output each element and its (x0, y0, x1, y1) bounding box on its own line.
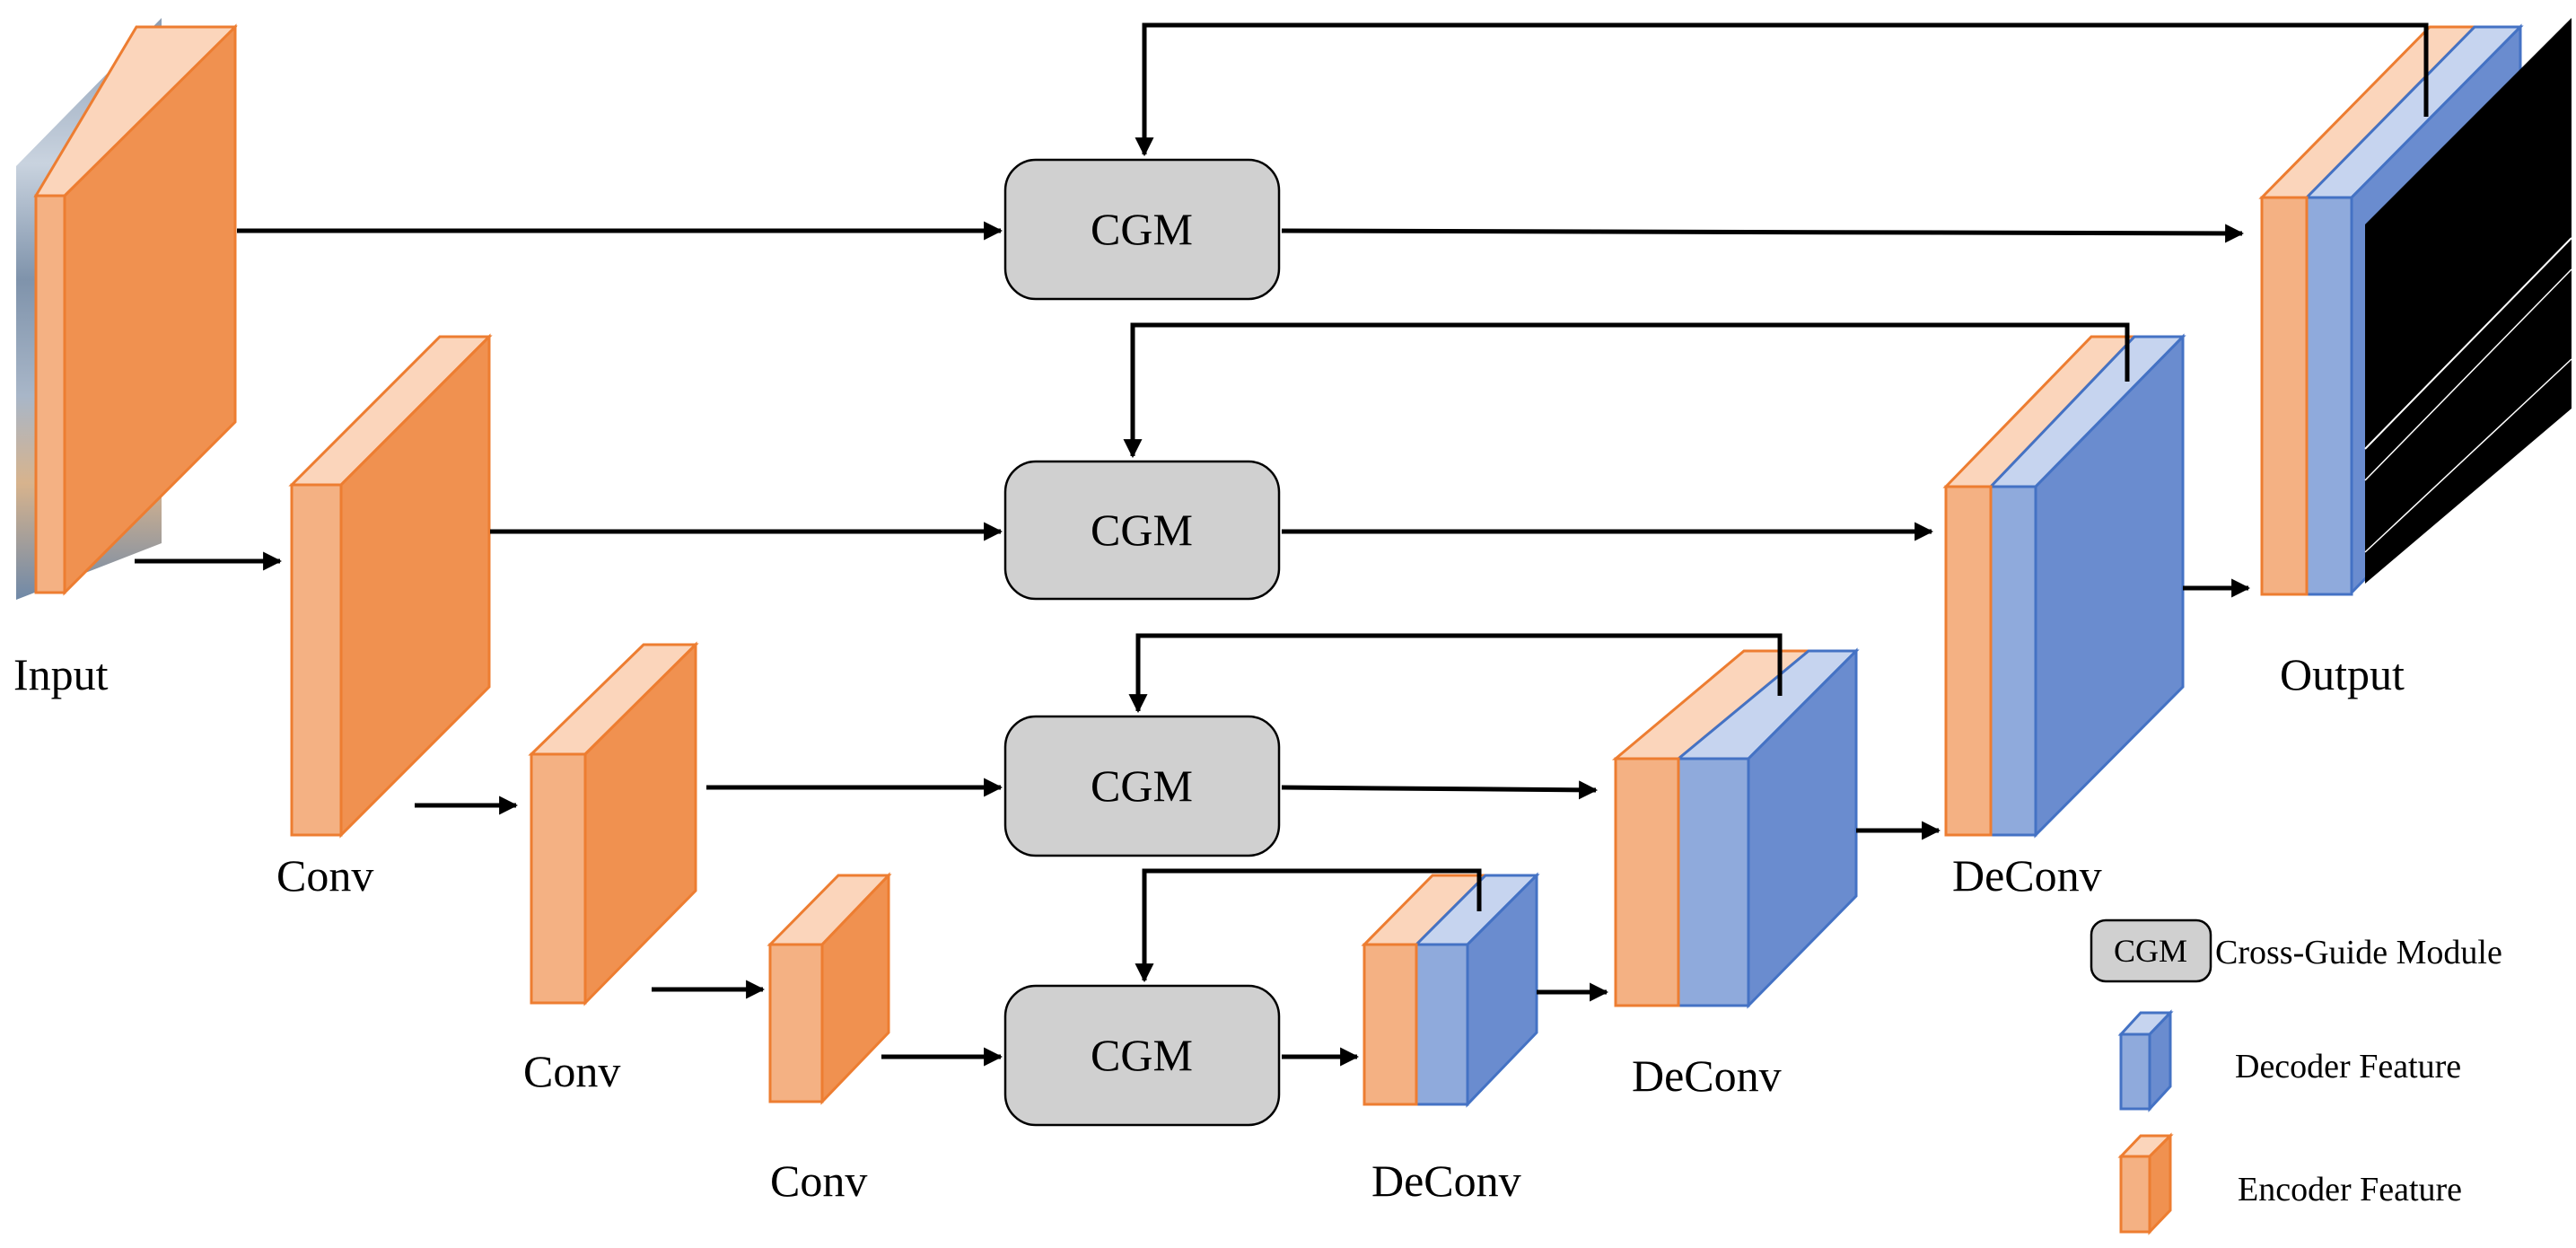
conv-label-1: Conv (276, 850, 373, 901)
cgm-module-1: CGM (1003, 158, 1281, 301)
output-mask-image (2365, 18, 2572, 584)
legend-cgm-abbr: CGM (2114, 933, 2187, 969)
output-label: Output (2280, 649, 2405, 699)
deconv-label-3: DeConv (1952, 850, 2102, 901)
legend: CGM Cross-Guide Module Decoder Feature E… (2090, 918, 2502, 1235)
encoder-block-3 (528, 641, 699, 1006)
encoder-block-2 (288, 333, 493, 839)
cgm-module-4: CGM (1003, 984, 1281, 1127)
deconv-label-2: DeConv (1632, 1050, 1782, 1101)
connections (135, 22, 2429, 1067)
feedback-dec2-cgm3 (1128, 633, 1783, 714)
decoder-block-2 (1611, 647, 1860, 1009)
feedback-dec1-cgm4 (1135, 868, 1482, 983)
cgm-module-3: CGM (1003, 715, 1281, 857)
cgm-label: CGM (1091, 204, 1193, 254)
arrow-cgm3-dec2 (1281, 780, 1599, 800)
legend-decoder-text: Decoder Feature (2235, 1048, 2461, 1085)
conv-label-3: Conv (770, 1156, 867, 1206)
legend-encoder: Encoder Feature (2117, 1132, 2462, 1235)
cgm-label: CGM (1091, 1030, 1193, 1080)
decoder-block-3 (1942, 333, 2186, 839)
cgm-label: CGM (1091, 505, 1193, 555)
input-block (16, 18, 238, 600)
input-label: Input (13, 649, 109, 699)
deconv-label-1: DeConv (1371, 1156, 1521, 1206)
feedback-dec3-cgm2 (1123, 322, 2130, 459)
output-block (2258, 18, 2572, 596)
feedback-output-cgm1 (1135, 22, 2429, 157)
legend-cgm: CGM Cross-Guide Module (2090, 918, 2502, 983)
cgm-module-2: CGM (1003, 460, 1281, 601)
decoder-block-1 (1361, 872, 1540, 1108)
cgm-label: CGM (1091, 760, 1193, 811)
conv-label-2: Conv (523, 1046, 620, 1096)
legend-encoder-text: Encoder Feature (2238, 1171, 2462, 1208)
legend-decoder: Decoder Feature (2117, 1009, 2461, 1112)
arrow-cgm1-output (1281, 224, 2245, 243)
legend-cgm-text: Cross-Guide Module (2215, 934, 2502, 971)
encoder-block-4 (767, 872, 892, 1105)
